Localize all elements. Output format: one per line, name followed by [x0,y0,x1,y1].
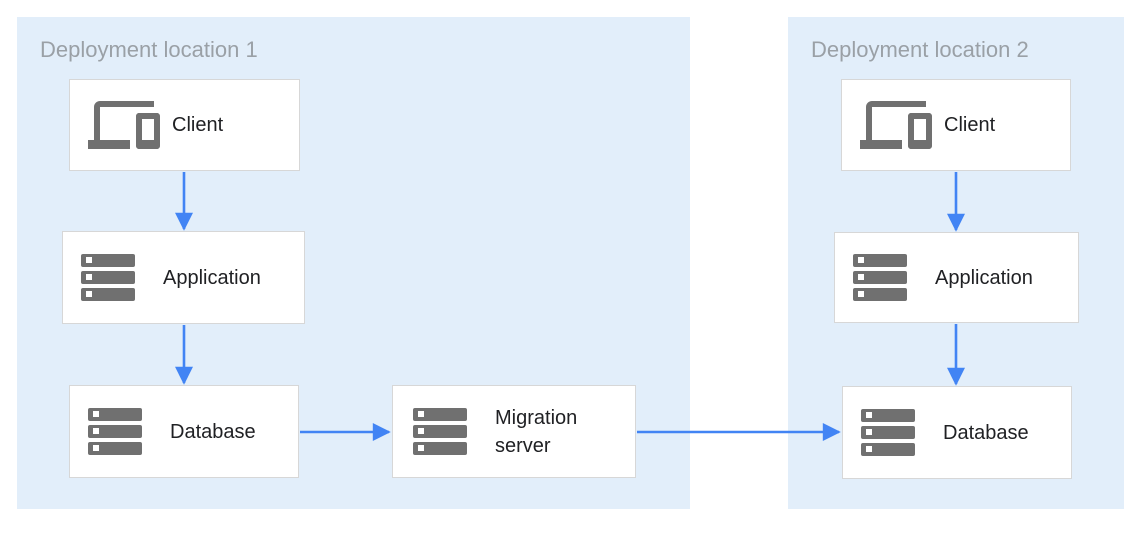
node-migration-server: Migration server [392,385,636,478]
node-client-1: Client [69,79,300,171]
server-icon [88,408,142,455]
node-label: Database [170,420,256,443]
panel-title-1: Deployment location 1 [40,37,258,62]
node-database-2: Database [842,386,1072,479]
node-label: Client [172,114,224,136]
node-client-2: Client [841,79,1071,171]
node-database-1: Database [69,385,299,478]
server-icon [861,409,915,456]
server-icon [413,408,467,455]
panel-title-2: Deployment location 2 [811,37,1029,62]
node-application-2: Application [834,232,1079,323]
server-icon [81,254,135,301]
node-label: Application [163,266,261,289]
server-icon [853,254,907,301]
devices-icon [860,101,932,149]
node-label: Migration server [495,406,578,457]
devices-icon [88,101,160,149]
node-label: Database [943,421,1029,444]
node-label: Client [944,114,996,136]
node-application-1: Application [62,231,305,324]
node-label: Application [935,266,1033,289]
